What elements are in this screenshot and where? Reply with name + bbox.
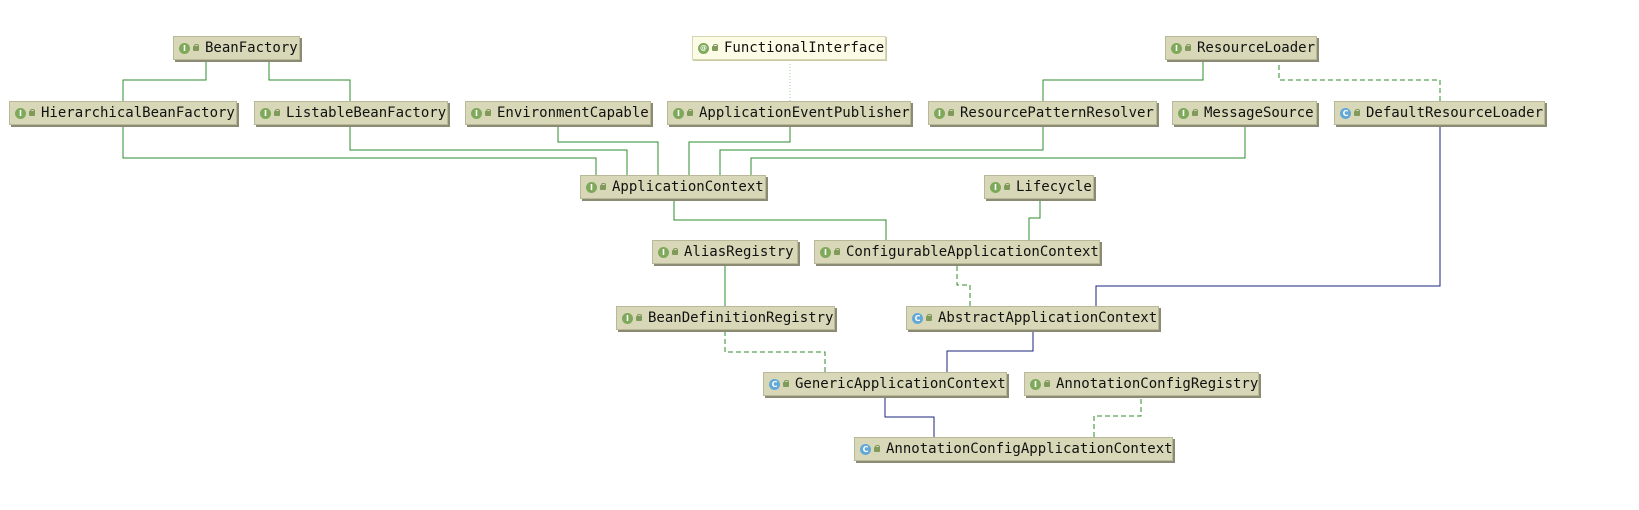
interface-icon: I — [1171, 42, 1182, 54]
edge-configurable-to-appctx — [669, 192, 887, 240]
node-label: ApplicationEventPublisher — [699, 105, 910, 121]
node-label: AbstractApplicationContext — [938, 310, 1158, 326]
node-configurable-application-context[interactable]: I ConfigurableApplicationContext — [814, 240, 1100, 264]
node-resource-pattern-resolver[interactable]: I ResourcePatternResolver — [928, 101, 1157, 125]
interface-icon: I — [934, 107, 945, 119]
node-label: FunctionalInterface — [724, 40, 885, 56]
lock-icon — [485, 109, 493, 117]
node-label: BeanFactory — [205, 40, 298, 56]
interface-icon: I — [1030, 378, 1041, 390]
lock-icon — [29, 109, 37, 117]
lock-icon — [834, 248, 842, 256]
node-lifecycle[interactable]: I Lifecycle — [984, 175, 1094, 199]
node-environment-capable[interactable]: I EnvironmentCapable — [465, 101, 651, 125]
node-hierarchical-bean-factory[interactable]: I HierarchicalBeanFactory — [9, 101, 237, 125]
lock-icon — [600, 183, 608, 191]
node-label: MessageSource — [1204, 105, 1314, 121]
edge-defaultloader-to-resourceloader — [1274, 53, 1441, 101]
lock-icon — [874, 445, 882, 453]
node-annotation-config-registry[interactable]: I AnnotationConfigRegistry — [1024, 372, 1259, 396]
class-icon: C — [769, 378, 780, 390]
node-label: GenericApplicationContext — [795, 376, 1006, 392]
interface-icon: I — [658, 246, 669, 258]
interface-icon: I — [990, 181, 1001, 193]
edge-abstract-to-defaultloader — [1095, 118, 1445, 306]
lock-icon — [636, 314, 644, 322]
lock-icon — [783, 380, 791, 388]
node-label: ApplicationContext — [612, 179, 764, 195]
node-label: ListableBeanFactory — [286, 105, 447, 121]
node-label: BeanDefinitionRegistry — [648, 310, 834, 326]
lock-icon — [687, 109, 695, 117]
node-abstract-application-context[interactable]: C AbstractApplicationContext — [906, 306, 1159, 330]
node-application-event-publisher[interactable]: I ApplicationEventPublisher — [667, 101, 911, 125]
edge-hierarchical-to-beanfactory — [122, 53, 211, 101]
node-resource-loader[interactable]: I ResourceLoader — [1165, 36, 1317, 60]
node-bean-definition-registry[interactable]: I BeanDefinitionRegistry — [616, 306, 835, 330]
lock-icon — [1044, 380, 1052, 388]
lock-icon — [672, 248, 680, 256]
edge-annotationctx-to-generic — [880, 389, 935, 437]
edge-appctx-to-publisher — [688, 118, 795, 175]
lock-icon — [712, 44, 720, 52]
node-label: AnnotationConfigRegistry — [1056, 376, 1259, 392]
node-label: ResourcePatternResolver — [960, 105, 1154, 121]
lock-icon — [1004, 183, 1012, 191]
interface-icon: I — [260, 107, 271, 119]
edge-listable-to-beanfactory — [264, 53, 351, 101]
lock-icon — [1354, 109, 1362, 117]
interface-icon: I — [820, 246, 831, 258]
node-label: AliasRegistry — [684, 244, 794, 260]
interface-icon: I — [179, 42, 190, 54]
interface-icon: I — [1178, 107, 1189, 119]
edge-generic-to-beandefregistry — [720, 323, 826, 372]
edge-appctx-to-messagesource — [750, 118, 1250, 175]
node-label: EnvironmentCapable — [497, 105, 649, 121]
node-listable-bean-factory[interactable]: I ListableBeanFactory — [254, 101, 448, 125]
node-application-context[interactable]: I ApplicationContext — [580, 175, 766, 199]
annotation-icon: @ — [698, 42, 709, 54]
lock-icon — [274, 109, 282, 117]
lock-icon — [1185, 44, 1193, 52]
class-icon: C — [1340, 107, 1351, 119]
class-icon: C — [860, 443, 871, 455]
node-generic-application-context[interactable]: C GenericApplicationContext — [763, 372, 1007, 396]
node-annotation-config-application-context[interactable]: C AnnotationConfigApplicationContext — [854, 437, 1173, 461]
interface-icon: I — [15, 107, 26, 119]
node-message-source[interactable]: I MessageSource — [1172, 101, 1317, 125]
edge-appctx-to-hierarchical — [118, 118, 597, 175]
node-default-resource-loader[interactable]: C DefaultResourceLoader — [1334, 101, 1545, 125]
interface-icon: I — [622, 312, 633, 324]
edge-appctx-to-listable — [345, 118, 628, 175]
node-label: DefaultResourceLoader — [1366, 105, 1544, 121]
node-bean-factory[interactable]: I BeanFactory — [173, 36, 300, 60]
lock-icon — [926, 314, 934, 322]
edge-appctx-to-environment — [553, 118, 659, 175]
lock-icon — [1192, 109, 1200, 117]
node-label: AnnotationConfigApplicationContext — [886, 441, 1173, 457]
node-label: ResourceLoader — [1197, 40, 1316, 56]
edge-resolver-to-resourceloader — [1042, 53, 1208, 101]
class-icon: C — [912, 312, 923, 324]
node-label: Lifecycle — [1016, 179, 1092, 195]
node-label: ConfigurableApplicationContext — [846, 244, 1099, 260]
lock-icon — [193, 44, 201, 52]
interface-icon: I — [586, 181, 597, 193]
edge-generic-to-abstract — [946, 323, 1038, 372]
node-label: HierarchicalBeanFactory — [41, 105, 235, 121]
interface-icon: I — [471, 107, 482, 119]
edge-abstract-to-configurable — [952, 257, 971, 306]
edge-appctx-to-resolver — [719, 118, 1048, 175]
interface-icon: I — [673, 107, 684, 119]
node-functional-interface[interactable]: @ FunctionalInterface — [692, 36, 886, 60]
edge-annotationctx-to-registry — [1093, 389, 1146, 437]
lock-icon — [948, 109, 956, 117]
edge-configurable-to-lifecycle — [1028, 192, 1045, 240]
node-alias-registry[interactable]: I AliasRegistry — [652, 240, 798, 264]
